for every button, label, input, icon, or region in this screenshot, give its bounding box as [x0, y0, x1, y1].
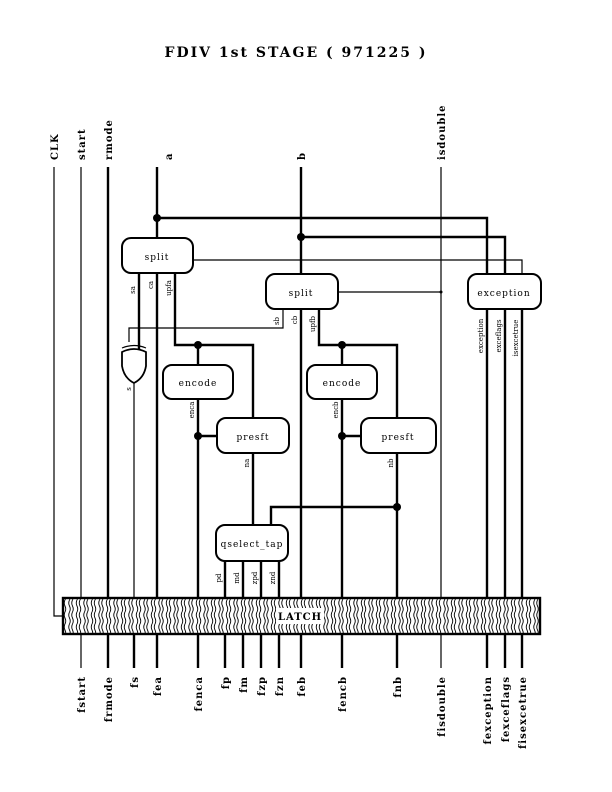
- wire-upfb: [317, 309, 399, 418]
- output-label-fea: fea: [153, 676, 164, 696]
- output-label-fstart: fstart: [77, 676, 88, 713]
- wire-upfa: [173, 273, 255, 418]
- output-label-fexception: fexception: [483, 676, 494, 744]
- port-nb: nb: [387, 458, 395, 468]
- wire-splita-to-exception: [193, 259, 523, 274]
- presft-a-block: presft na: [194, 417, 290, 525]
- port-na: na: [243, 459, 251, 468]
- input-label-a: a: [164, 153, 175, 160]
- exception-block: exception exception exceflags isexcetrue: [467, 273, 542, 598]
- encode-a-block: encode enca: [162, 341, 234, 598]
- input-label-clk: CLK: [50, 133, 61, 160]
- port-sa: sa: [129, 286, 137, 294]
- port-exception: exception: [477, 318, 485, 353]
- wire-nb-to-qselect: [269, 505, 397, 525]
- split-b-label: split: [289, 289, 314, 299]
- presft-b-label: presft: [382, 433, 415, 443]
- output-label-fzn: fzn: [275, 676, 286, 696]
- junction-a: [153, 214, 161, 222]
- output-label-fm: fm: [239, 676, 250, 693]
- output-label-fencb: fencb: [338, 676, 349, 712]
- latch-block: LATCH: [61, 596, 542, 636]
- output-label-fisexcetrue: fisexcetrue: [518, 676, 529, 749]
- output-label-fs: fs: [130, 676, 141, 688]
- output-label-fnb: fnb: [393, 676, 404, 698]
- presft-a-label: presft: [237, 433, 270, 443]
- diagram-title: FDIV 1st STAGE ( 971225 ): [165, 45, 428, 61]
- junction-b: [297, 233, 305, 241]
- port-cb: cb: [291, 315, 299, 324]
- exception-label: exception: [477, 289, 530, 299]
- xor-shape: [121, 348, 147, 385]
- port-s: s: [125, 387, 133, 391]
- port-znd: znd: [269, 571, 277, 584]
- input-label-b: b: [297, 152, 308, 160]
- output-label-fzp: fzp: [257, 676, 268, 696]
- split-a-block: split sa ca upfa: [121, 237, 255, 598]
- output-label-fenca: fenca: [194, 676, 205, 712]
- encode-a-label: encode: [179, 379, 218, 389]
- split-b-block: split sb cb upfb: [128, 273, 399, 598]
- qselect-block: qselect_tap pd md zpd znd: [215, 524, 289, 598]
- output-label-fp: fp: [221, 676, 232, 689]
- port-upfb: upfb: [309, 315, 317, 332]
- input-label-rmode: rmode: [104, 119, 115, 160]
- port-isexcetrue: isexcetrue: [512, 320, 520, 357]
- xor-gate: s: [121, 344, 147, 598]
- wire-sb-to-xor: [128, 309, 284, 342]
- port-upfa: upfa: [165, 280, 173, 296]
- output-label-frmode: frmode: [104, 676, 115, 722]
- presft-b-box: [360, 417, 437, 454]
- presft-b-block: presft nb: [269, 417, 437, 598]
- port-sb: sb: [273, 316, 281, 325]
- port-encb: encb: [332, 401, 340, 419]
- port-pd: pd: [215, 573, 223, 582]
- encode-b-block: encode encb: [306, 341, 378, 598]
- latch-label: LATCH: [278, 612, 322, 623]
- input-label-start: start: [77, 128, 88, 160]
- port-enca: enca: [188, 402, 196, 419]
- wire-clk: [53, 167, 63, 617]
- input-wires: [53, 167, 523, 617]
- junction-isdouble: [439, 290, 443, 294]
- input-label-isdouble: isdouble: [437, 104, 448, 160]
- output-label-feb: feb: [297, 676, 308, 697]
- output-label-fexceflags: fexceflags: [501, 676, 512, 742]
- qselect-box: [215, 524, 289, 562]
- split-a-label: split: [145, 253, 170, 263]
- output-label-fisdouble: fisdouble: [437, 676, 448, 737]
- wire-a-to-exception: [157, 216, 489, 274]
- encode-b-label: encode: [323, 379, 362, 389]
- port-md: md: [233, 572, 241, 584]
- wire-b-to-exception: [301, 235, 507, 274]
- port-zpd: zpd: [251, 571, 259, 584]
- port-exceflags: exceflags: [495, 319, 503, 352]
- qselect-label: qselect_tap: [221, 540, 284, 550]
- port-ca: ca: [147, 281, 155, 289]
